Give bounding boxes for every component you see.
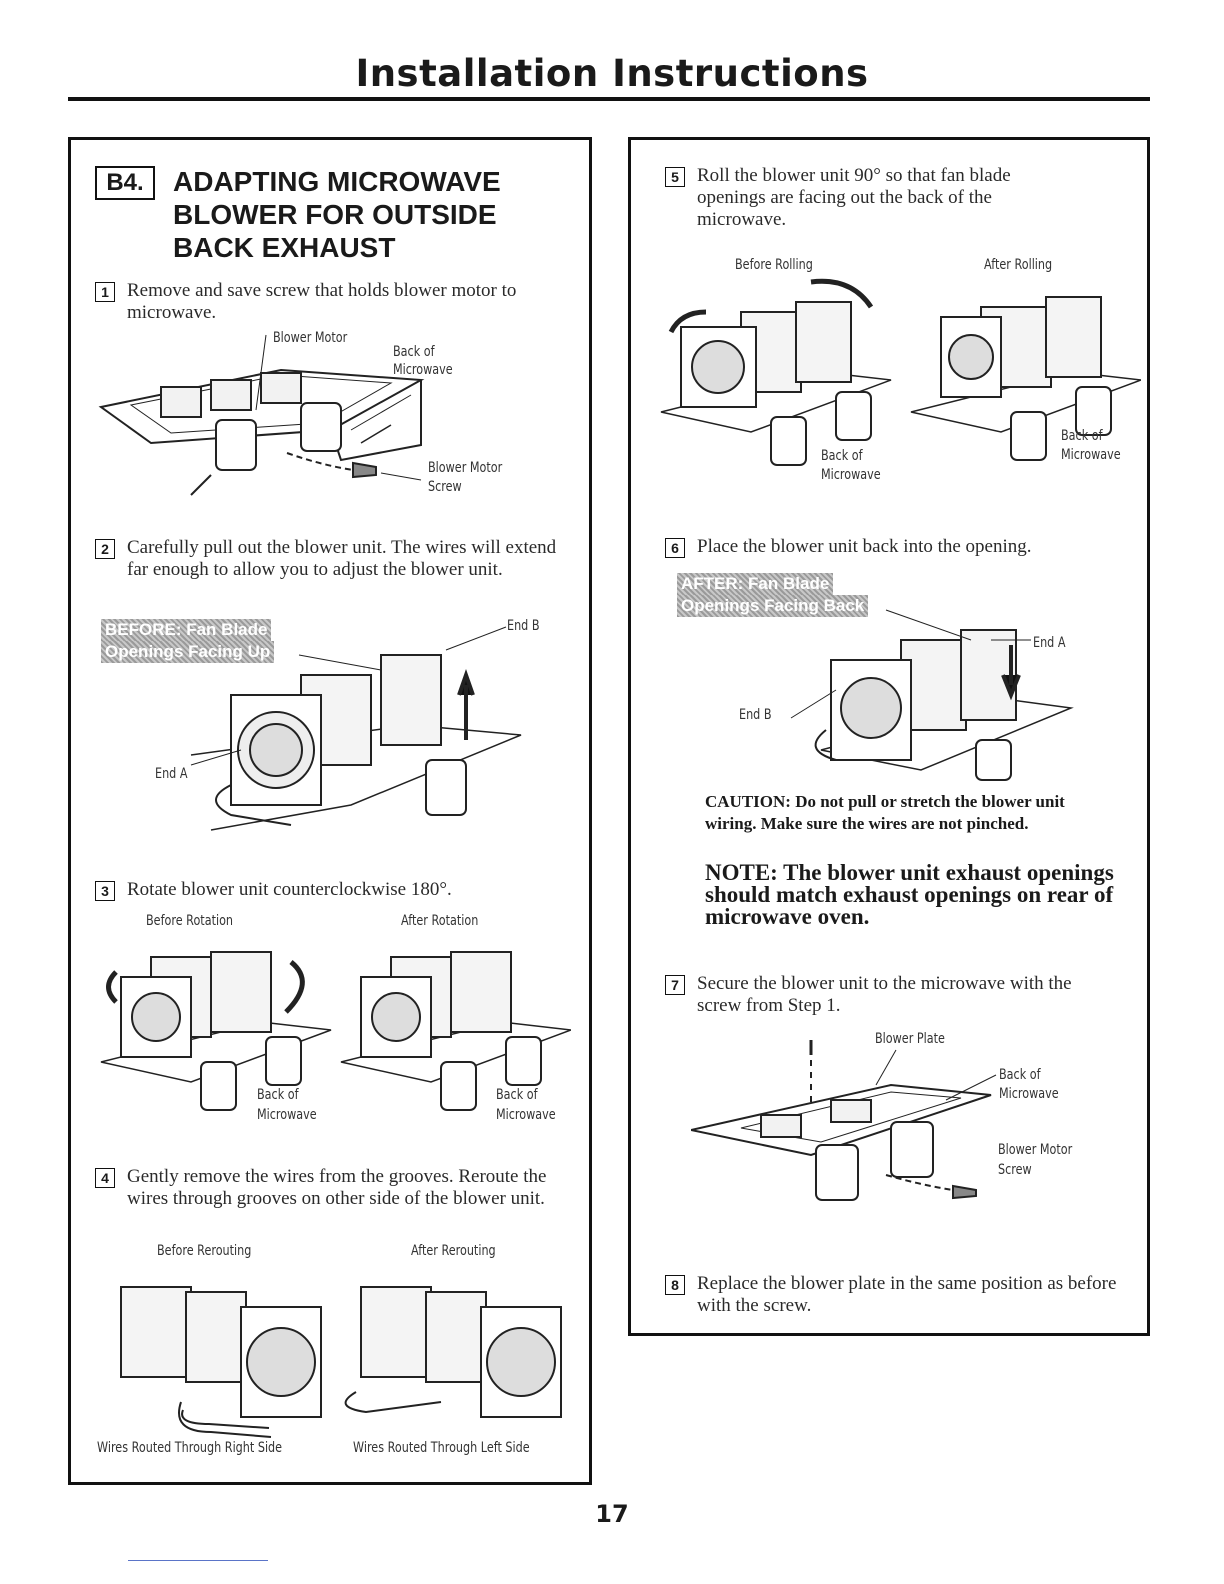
blower-pulled-illustration bbox=[190, 626, 522, 831]
label-after-rolling: After Rolling bbox=[984, 257, 1053, 273]
label-end-b: End B bbox=[739, 707, 772, 723]
left-instruction-panel: B4. ADAPTING MICROWAVE BLOWER FOR OUTSID… bbox=[68, 137, 592, 1485]
callout-before-line2: Openings Facing Up bbox=[101, 641, 275, 663]
step-text: Rotate blower unit counterclockwise 180°… bbox=[127, 879, 452, 900]
section-title-line: BACK EXHAUST bbox=[173, 232, 396, 263]
callout-before-line1: BEFORE: Fan Blade bbox=[101, 619, 272, 641]
label-back-of: Back of bbox=[393, 344, 435, 360]
label-screw-line2: Screw bbox=[428, 479, 462, 495]
step-text: Carefully pull out the blower unit. The … bbox=[127, 537, 557, 580]
label-end-a: End A bbox=[1033, 635, 1066, 651]
footer-rule bbox=[128, 1560, 268, 1561]
blower-placed-illustration bbox=[790, 609, 1074, 781]
label-end-a: End A bbox=[155, 766, 188, 782]
title-rule bbox=[68, 97, 1150, 101]
callout-after-line2: Openings Facing Back bbox=[677, 595, 869, 617]
caution-text: CAUTION: Do not pull or stretch the blow… bbox=[705, 792, 1065, 833]
page-number: 17 bbox=[595, 1500, 629, 1528]
label-microwave-left: Microwave bbox=[257, 1107, 317, 1123]
step-number: 7 bbox=[665, 975, 685, 995]
label-before-rerouting: Before Rerouting bbox=[157, 1243, 252, 1259]
label-microwave-left: Microwave bbox=[821, 467, 881, 483]
label-end-b: End B bbox=[507, 618, 540, 634]
label-screw-line1: Blower Motor bbox=[428, 460, 503, 476]
label-blower-plate: Blower Plate bbox=[875, 1031, 945, 1047]
label-before-rolling: Before Rolling bbox=[735, 257, 813, 273]
figure-rolling: Before Rolling After Rolling Back of Mic… bbox=[651, 252, 1141, 487]
section-title-line: BLOWER FOR OUTSIDE bbox=[173, 199, 497, 230]
step-number: 6 bbox=[665, 538, 685, 558]
blower-removal-illustration bbox=[98, 334, 425, 496]
step-number: 5 bbox=[665, 167, 685, 187]
figure-rotation: Before Rotation After Rotation Back of M… bbox=[91, 912, 571, 1147]
section-title-line: ADAPTING MICROWAVE bbox=[173, 166, 501, 197]
label-microwave-right: Microwave bbox=[496, 1107, 556, 1123]
label-back-of-right: Back of bbox=[496, 1087, 538, 1103]
step-text: Place the blower unit back into the open… bbox=[697, 536, 1032, 557]
figure-blower-plate: Blower Plate Back of Microwave Blower Mo… bbox=[691, 1030, 1131, 1230]
step-number: 1 bbox=[95, 282, 115, 302]
step-text: Remove and save screw that holds blower … bbox=[127, 280, 517, 323]
step-number: 8 bbox=[665, 1275, 685, 1295]
blower-plate-illustration bbox=[691, 1040, 997, 1201]
label-back-of: Back of bbox=[999, 1067, 1041, 1083]
label-before-rotation: Before Rotation bbox=[146, 913, 234, 929]
wire-rerouting-illustration bbox=[120, 1286, 562, 1438]
label-screw-line1: Blower Motor bbox=[998, 1142, 1073, 1158]
label-microwave: Microwave bbox=[393, 362, 453, 378]
section-title: ADAPTING MICROWAVE BLOWER FOR OUTSIDE BA… bbox=[173, 165, 593, 264]
step-text: Secure the blower unit to the microwave … bbox=[697, 973, 1072, 1016]
step-text: Gently remove the wires from the grooves… bbox=[127, 1166, 547, 1209]
step-text: Replace the blower plate in the same pos… bbox=[697, 1273, 1117, 1316]
figure-after-fan-blade: AFTER: Fan Blade Openings Facing Back En… bbox=[671, 570, 1131, 785]
caption-right-side: Wires Routed Through Right Side bbox=[97, 1440, 283, 1456]
label-after-rerouting: After Rerouting bbox=[411, 1243, 496, 1259]
label-back-of-left: Back of bbox=[257, 1087, 299, 1103]
label-microwave: Microwave bbox=[999, 1086, 1059, 1102]
label-screw-line2: Screw bbox=[998, 1162, 1032, 1178]
label-back-of-right: Back of bbox=[1061, 428, 1103, 444]
figure-rerouting: Before Rerouting After Rerouting Wires R… bbox=[91, 1242, 571, 1467]
page-title: Installation Instructions bbox=[355, 52, 869, 95]
step-number: 2 bbox=[95, 539, 115, 559]
right-instruction-panel: 5 Roll the blower unit 90° so that fan b… bbox=[628, 137, 1150, 1336]
step-text: Roll the blower unit 90° so that fan bla… bbox=[697, 165, 1011, 230]
caption-left-side: Wires Routed Through Left Side bbox=[353, 1440, 530, 1456]
figure-before-fan-blade: BEFORE: Fan Blade Openings Facing Up End… bbox=[91, 615, 571, 840]
section-badge: B4. bbox=[95, 166, 155, 200]
label-after-rotation: After Rotation bbox=[401, 913, 479, 929]
label-blower-motor: Blower Motor bbox=[273, 330, 348, 346]
label-back-of-left: Back of bbox=[821, 448, 863, 464]
label-microwave-right: Microwave bbox=[1061, 447, 1121, 463]
note-text: NOTE: The blower unit exhaust openings s… bbox=[705, 860, 1114, 929]
callout-after-line1: AFTER: Fan Blade bbox=[677, 573, 834, 595]
blower-rolling-illustration bbox=[660, 278, 1141, 466]
blower-rotation-illustration bbox=[100, 951, 571, 1111]
step-number: 4 bbox=[95, 1168, 115, 1188]
step-number: 3 bbox=[95, 881, 115, 901]
figure-blower-motor-screw: Blower Motor Back of Microwave Blower Mo… bbox=[91, 325, 571, 505]
